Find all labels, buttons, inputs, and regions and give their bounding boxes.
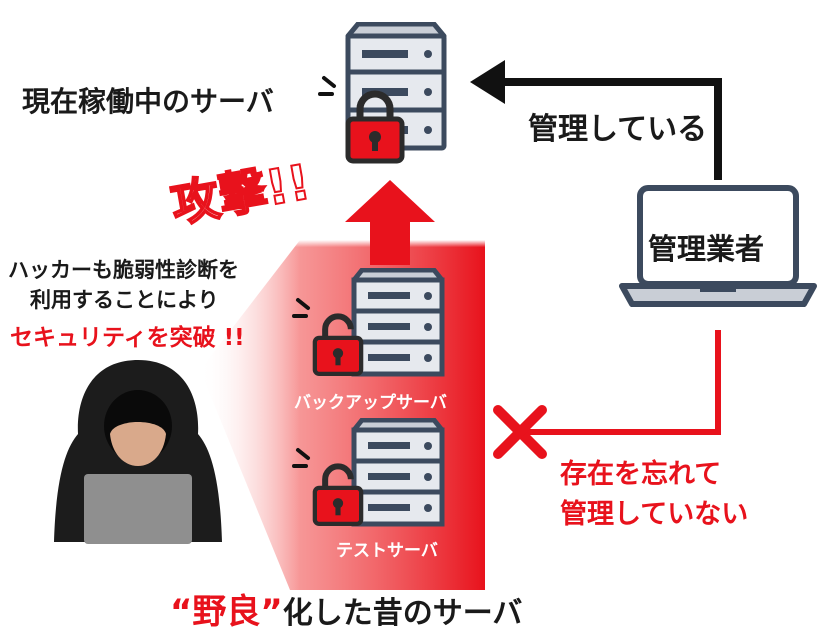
attack-arrow-icon: [345, 180, 435, 265]
test-server-lock-icon: [312, 463, 364, 526]
stray-servers-title: “野良”化した昔のサーバ: [170, 584, 522, 633]
stray-quoted-word: “野良”: [170, 592, 283, 632]
backup-server-label: バックアップサーバ: [294, 393, 447, 413]
test-server-icon: [351, 418, 445, 527]
sparkle-icon: [292, 448, 310, 468]
x-mark-icon: [493, 405, 547, 459]
hacker-caption-line1: ハッカーも脆弱性診断を: [8, 258, 239, 282]
hacker-caption-line3: セキュリティを突破 !!: [10, 325, 245, 351]
managing-label: 管理している: [528, 112, 708, 147]
test-server-label: テストサーバ: [336, 541, 438, 561]
backup-server-icon: [351, 268, 445, 377]
vendor-laptop-icon: [619, 185, 817, 307]
hacker-caption-line2: 利用することにより: [30, 288, 219, 312]
sparkle-icon: [292, 298, 310, 318]
forgotten-caption-line1: 存在を忘れて: [560, 459, 722, 490]
hacker-icon: [54, 360, 222, 544]
current-server-lock-icon: [345, 90, 405, 164]
current-server-label: 現在稼働中のサーバ: [22, 85, 274, 118]
backup-server-lock-icon: [312, 313, 364, 377]
vendor-label: 管理業者: [648, 232, 765, 266]
sparkle-icon: [318, 76, 336, 96]
stray-rest-text: 化した昔のサーバ: [282, 596, 523, 631]
forgotten-caption-line2: 管理していない: [560, 499, 749, 530]
